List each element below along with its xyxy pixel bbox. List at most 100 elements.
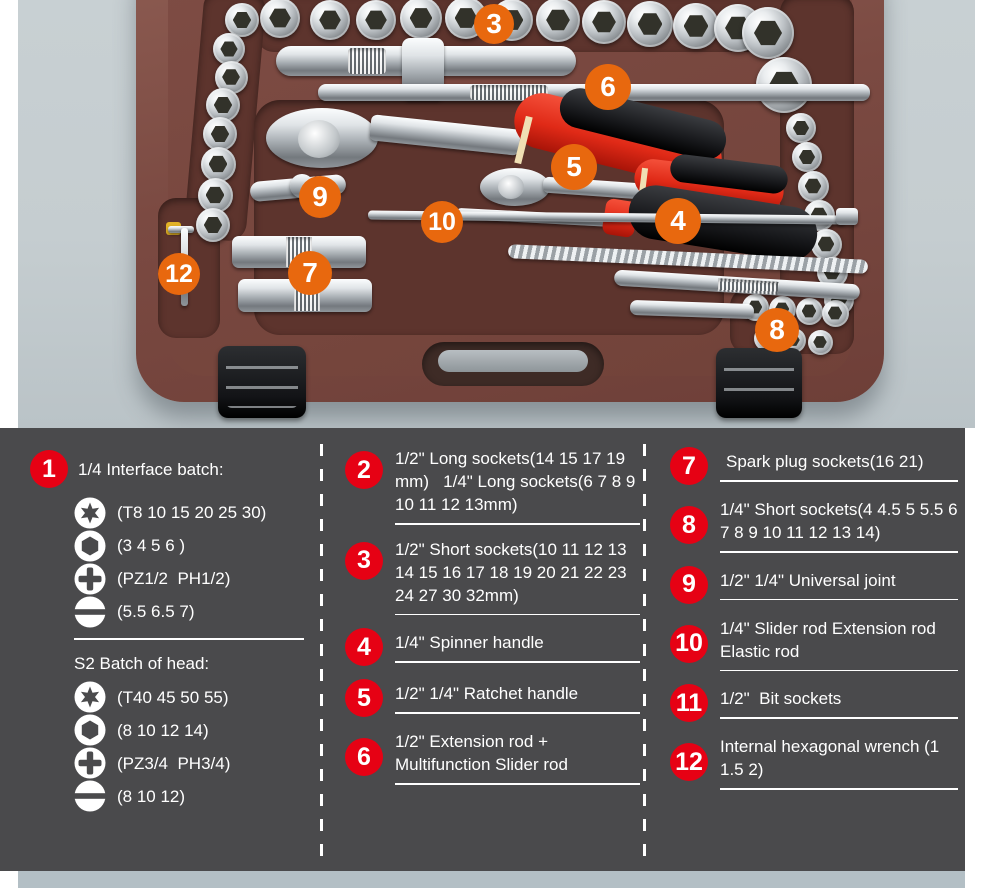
item-divider <box>720 669 958 671</box>
legend-badge-12: 12 <box>670 743 708 782</box>
item-divider <box>720 551 958 553</box>
item-divider <box>395 613 640 615</box>
item-text: 1/2" 1/4" Ratchet handle <box>395 684 579 704</box>
legend-badge-1: 1 <box>30 450 68 488</box>
bit-row: (T8 10 15 20 25 30) <box>74 496 314 529</box>
legend-badge-8: 8 <box>670 506 708 545</box>
bit-row: (8 10 12 14) <box>74 714 314 747</box>
socket-icon <box>196 208 230 242</box>
footer-accent-bar <box>18 871 965 888</box>
bit-sizes: (PZ1/2 PH1/2) <box>117 569 231 588</box>
legend-panel: 1 1/4 Interface batch: (T8 10 15 20 25 3… <box>0 428 965 871</box>
legend-item-2: 2 1/2" Long sockets(14 15 17 19 mm) 1/4"… <box>345 447 640 525</box>
bit-row: (8 10 12) <box>74 780 314 813</box>
socket-icon <box>225 3 259 37</box>
bit-row: (PZ3/4 PH3/4) <box>74 747 314 780</box>
legend-item-11: 11 1/2" Bit sockets <box>670 684 958 722</box>
item-text: Spark plug sockets(16 21) <box>726 452 924 472</box>
socket-icon <box>400 0 442 39</box>
case-handle <box>438 350 588 372</box>
bit-row: (3 4 5 6 ) <box>74 529 314 562</box>
item-divider <box>720 598 958 601</box>
legend-column-1: 1 1/4 Interface batch: (T8 10 15 20 25 3… <box>24 450 314 813</box>
slotted-bit-icon <box>74 780 106 812</box>
legend-badge-7: 7 <box>670 447 708 485</box>
callout-badge-6: 6 <box>585 64 631 110</box>
bit-sizes: (5.5 6.5 7) <box>117 602 195 621</box>
socket-icon <box>795 297 823 325</box>
legend-badge-5: 5 <box>345 679 383 717</box>
socket-icon <box>673 3 719 49</box>
socket-icon <box>536 0 580 42</box>
socket-icon <box>627 1 673 47</box>
torx-bit-icon <box>74 497 106 528</box>
item-text: 1/2" Extension rod + Multifunction Slide… <box>395 732 568 774</box>
legend-item-6: 6 1/2" Extension rod + Multifunction Sli… <box>345 730 640 785</box>
legend-badge-10: 10 <box>670 624 708 663</box>
legend-item-7: 7 Spark plug sockets(16 21) <box>670 447 958 485</box>
bit-sizes: (T40 45 50 55) <box>117 687 229 707</box>
socket-icon <box>792 142 822 172</box>
item-divider <box>395 712 640 714</box>
item-divider <box>720 788 958 790</box>
bit-row: (PZ1/2 PH1/2) <box>74 562 314 595</box>
slotted-bit-icon <box>74 596 106 627</box>
case-latch <box>716 348 802 418</box>
legend-badge-4: 4 <box>345 628 383 666</box>
item-divider <box>395 661 640 663</box>
legend-item-8: 8 1/4" Short sockets(4 4.5 5 5.5 6 7 8 9… <box>670 498 958 553</box>
item-text: 1/4" Spinner handle <box>395 633 544 653</box>
legend-badge-9: 9 <box>670 565 708 604</box>
legend-item-4: 4 1/4" Spinner handle <box>345 628 640 666</box>
column-divider <box>320 444 323 857</box>
phillips-bit-icon <box>74 563 106 594</box>
product-photo: 3 6 5 4 9 10 7 12 8 <box>18 0 975 428</box>
torx-bit-icon <box>74 681 106 713</box>
column-divider <box>643 444 646 857</box>
socket-icon <box>310 0 350 40</box>
callout-badge-8: 8 <box>755 308 799 352</box>
socket-icon <box>260 0 300 38</box>
callout-badge-9: 9 <box>299 176 341 218</box>
callout-badge-7: 7 <box>288 251 332 295</box>
item-divider <box>395 783 640 785</box>
rod-end <box>836 208 858 225</box>
hex-bit-icon <box>74 714 106 746</box>
socket-icon <box>742 7 794 59</box>
callout-badge-5: 5 <box>551 144 597 190</box>
socket-icon <box>200 146 236 182</box>
legend-column-2: 2 1/2" Long sockets(14 15 17 19 mm) 1/4"… <box>345 447 640 798</box>
socket-icon <box>356 0 396 40</box>
bit-sizes: (3 4 5 6 ) <box>117 536 186 555</box>
bit-sizes: (8 10 12) <box>117 786 186 806</box>
callout-badge-12: 12 <box>158 253 200 295</box>
callout-badge-10: 10 <box>421 201 463 243</box>
socket-icon <box>797 170 829 202</box>
legend-item-10: 10 1/4" Slider rod Extension rod Elastic… <box>670 617 958 671</box>
legend-item-3: 3 1/2" Short sockets(10 11 12 13 14 15 1… <box>345 538 640 615</box>
legend-item-12: 12 Internal hexagonal wrench (1 1.5 2) <box>670 735 958 790</box>
small-ratchet-dial <box>498 175 524 199</box>
phillips-bit-icon <box>74 747 106 779</box>
legend-badge-6: 6 <box>345 738 383 777</box>
bit-sizes: (T8 10 15 20 25 30) <box>117 503 267 522</box>
hex-bit-icon <box>74 530 106 561</box>
item-divider <box>395 523 640 525</box>
item-text: 1/4" Short sockets(4 4.5 5 5.5 6 7 8 9 1… <box>720 500 963 542</box>
legend-item-9: 9 1/2" 1/4" Universal joint <box>670 565 958 604</box>
group-title: S2 Batch of head: <box>74 653 210 673</box>
item-text: Internal hexagonal wrench (1 1.5 2) <box>720 737 944 779</box>
legend-badge-2: 2 <box>345 451 383 489</box>
legend-column-3: 7 Spark plug sockets(16 21) 8 1/4" Short… <box>670 447 958 803</box>
socket-icon <box>582 0 626 44</box>
item-divider <box>720 480 958 482</box>
socket-icon <box>807 329 833 355</box>
group-title: 1/4 Interface batch: <box>78 459 224 479</box>
bit-row: (5.5 6.5 7) <box>74 595 314 628</box>
item-text: 1/2" Short sockets(10 11 12 13 14 15 16 … <box>395 539 632 605</box>
item-text: 1/2" Long sockets(14 15 17 19 mm) 1/4" L… <box>395 449 641 514</box>
legend-item-5: 5 1/2" 1/4" Ratchet handle <box>345 679 640 717</box>
legend-badge-11: 11 <box>670 684 708 722</box>
socket-icon <box>821 299 849 327</box>
